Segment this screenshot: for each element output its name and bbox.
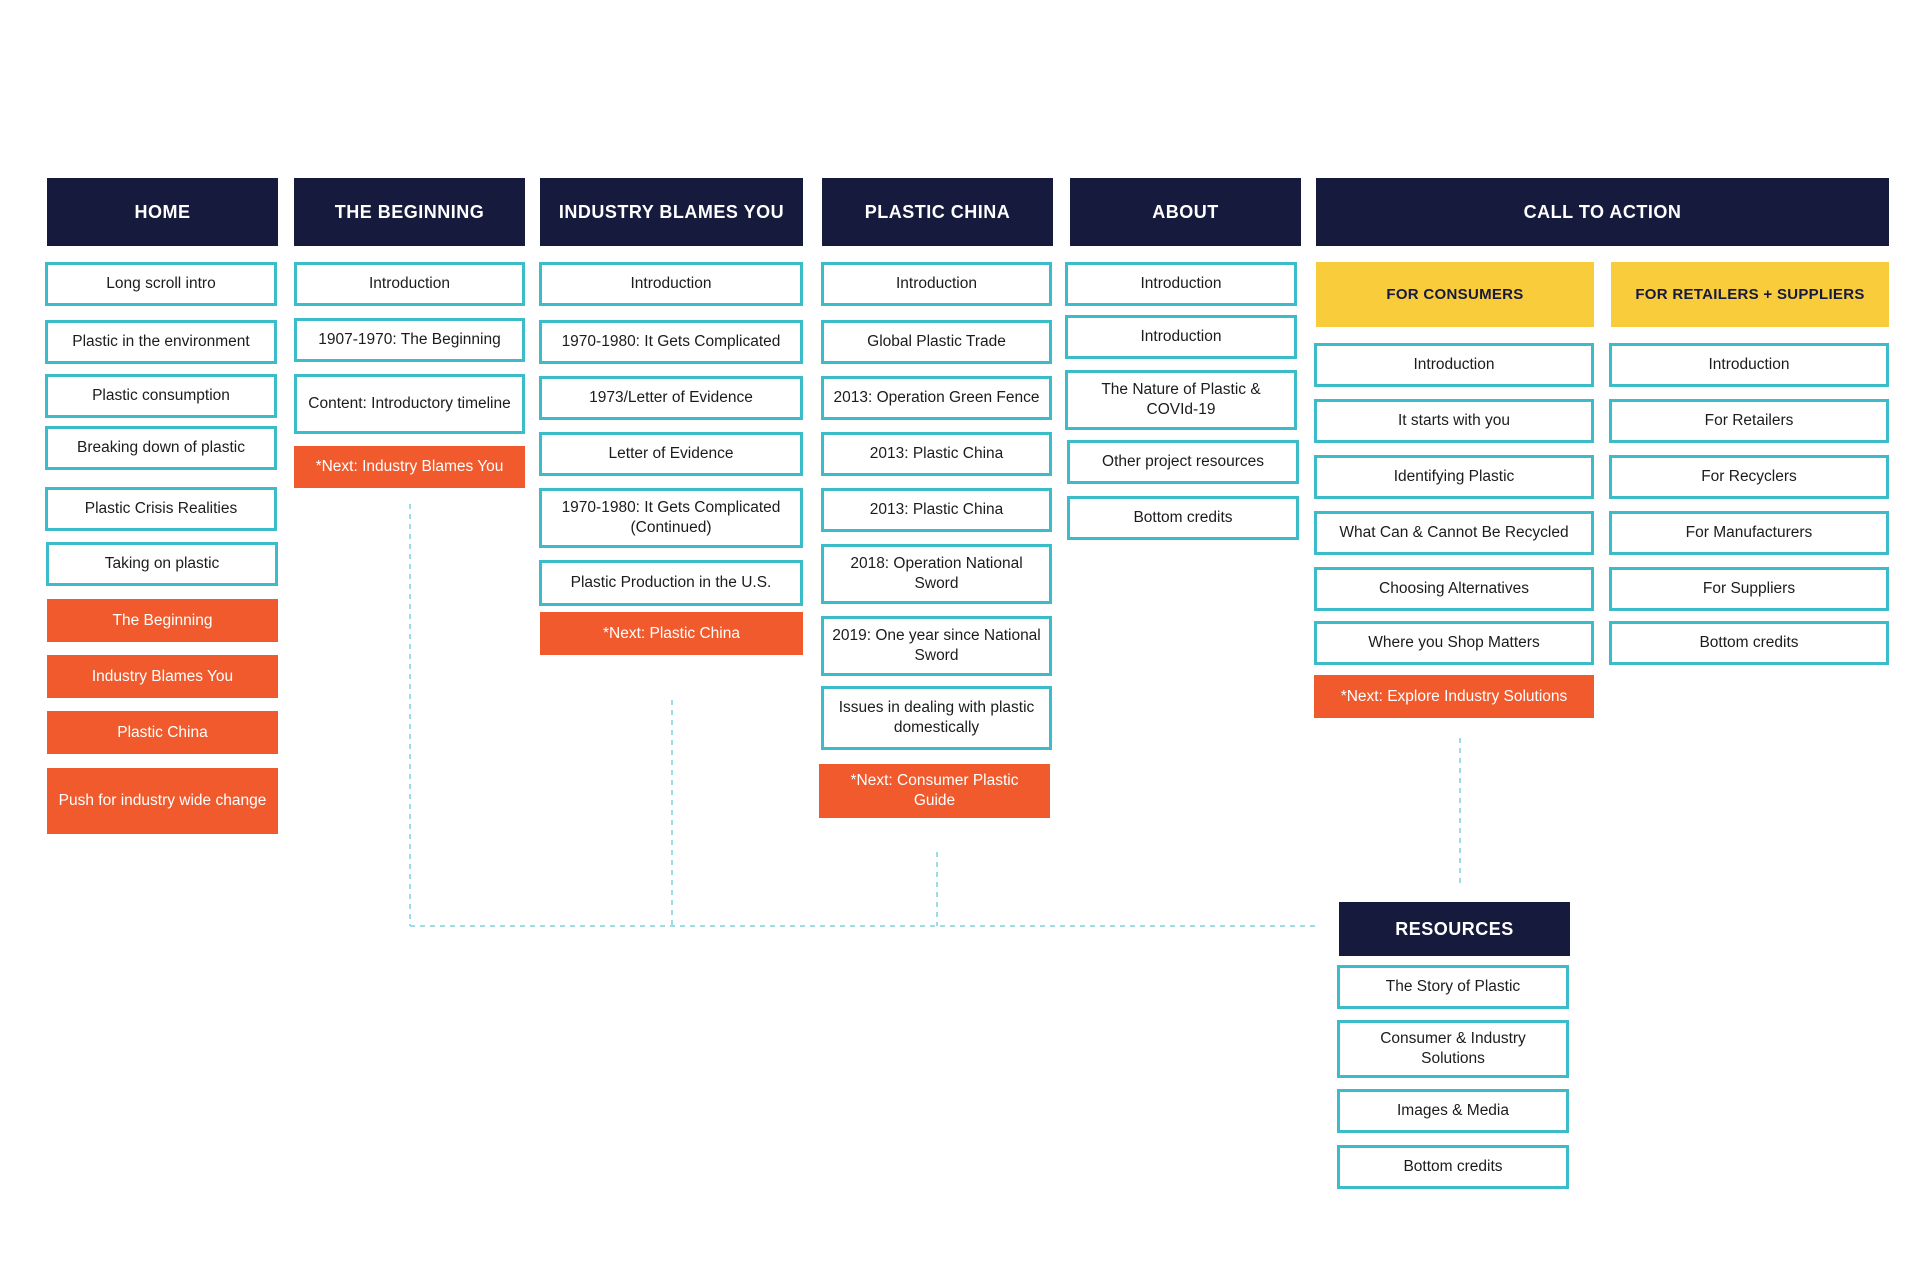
- resources-item-images-media[interactable]: Images & Media: [1337, 1089, 1569, 1133]
- beginning-item-intro-timeline[interactable]: Content: Introductory timeline: [294, 374, 525, 434]
- about-item-nature-covid[interactable]: The Nature of Plastic & COVId-19: [1065, 370, 1297, 430]
- consumers-next-button[interactable]: *Next: Explore Industry Solutions: [1314, 675, 1594, 718]
- industry-item-1973-letter[interactable]: 1973/Letter of Evidence: [539, 376, 803, 420]
- home-item-plastic-environment[interactable]: Plastic in the environment: [45, 320, 277, 364]
- china-item-green-fence[interactable]: 2013: Operation Green Fence: [821, 376, 1052, 420]
- home-item-long-scroll-intro[interactable]: Long scroll intro: [45, 262, 277, 306]
- home-link-plastic-china[interactable]: Plastic China: [47, 711, 278, 754]
- china-next-button[interactable]: *Next: Consumer Plastic Guide: [819, 764, 1050, 818]
- cta-header: CALL TO ACTION: [1316, 178, 1889, 246]
- beginning-next-button[interactable]: *Next: Industry Blames You: [294, 446, 525, 488]
- about-item-introduction-1[interactable]: Introduction: [1065, 262, 1297, 306]
- about-item-bottom-credits[interactable]: Bottom credits: [1067, 496, 1299, 540]
- resources-header: RESOURCES: [1339, 902, 1570, 956]
- china-item-national-sword[interactable]: 2018: Operation National Sword: [821, 544, 1052, 604]
- home-header: HOME: [47, 178, 278, 246]
- retailers-item-for-suppliers[interactable]: For Suppliers: [1609, 567, 1889, 611]
- about-item-introduction-2[interactable]: Introduction: [1065, 315, 1297, 359]
- retailers-item-for-manufacturers[interactable]: For Manufacturers: [1609, 511, 1889, 555]
- retailers-item-introduction[interactable]: Introduction: [1609, 343, 1889, 387]
- beginning-header: THE BEGINNING: [294, 178, 525, 246]
- china-item-introduction[interactable]: Introduction: [821, 262, 1052, 306]
- consumers-item-starts-with-you[interactable]: It starts with you: [1314, 399, 1594, 443]
- consumers-item-choosing-alternatives[interactable]: Choosing Alternatives: [1314, 567, 1594, 611]
- home-item-taking-on-plastic[interactable]: Taking on plastic: [46, 542, 278, 586]
- china-item-global-trade[interactable]: Global Plastic Trade: [821, 320, 1052, 364]
- china-header: PLASTIC CHINA: [822, 178, 1053, 246]
- home-item-crisis-realities[interactable]: Plastic Crisis Realities: [45, 487, 277, 531]
- china-item-plastic-china-1[interactable]: 2013: Plastic China: [821, 432, 1052, 476]
- industry-item-letter-of-evidence[interactable]: Letter of Evidence: [539, 432, 803, 476]
- resources-item-consumer-industry-solutions[interactable]: Consumer & Industry Solutions: [1337, 1020, 1569, 1078]
- resources-item-bottom-credits[interactable]: Bottom credits: [1337, 1145, 1569, 1189]
- industry-item-introduction[interactable]: Introduction: [539, 262, 803, 306]
- industry-item-gets-complicated-continued[interactable]: 1970-1980: It Gets Complicated (Continue…: [539, 488, 803, 548]
- china-item-plastic-china-2[interactable]: 2013: Plastic China: [821, 488, 1052, 532]
- home-link-push-industry-change[interactable]: Push for industry wide change: [47, 768, 278, 834]
- about-header: ABOUT: [1070, 178, 1301, 246]
- retailers-item-for-recyclers[interactable]: For Recyclers: [1609, 455, 1889, 499]
- china-item-one-year-since[interactable]: 2019: One year since National Sword: [821, 616, 1052, 676]
- beginning-item-1907-1970[interactable]: 1907-1970: The Beginning: [294, 318, 525, 362]
- beginning-item-introduction[interactable]: Introduction: [294, 262, 525, 306]
- cta-retailers-header: FOR RETAILERS + SUPPLIERS: [1611, 262, 1889, 327]
- home-item-plastic-consumption[interactable]: Plastic consumption: [45, 374, 277, 418]
- consumers-item-can-cannot-recycled[interactable]: What Can & Cannot Be Recycled: [1314, 511, 1594, 555]
- home-link-the-beginning[interactable]: The Beginning: [47, 599, 278, 642]
- consumers-item-where-you-shop[interactable]: Where you Shop Matters: [1314, 621, 1594, 665]
- resources-item-story-of-plastic[interactable]: The Story of Plastic: [1337, 965, 1569, 1009]
- cta-consumers-header: FOR CONSUMERS: [1316, 262, 1594, 327]
- industry-header: INDUSTRY BLAMES YOU: [540, 178, 803, 246]
- retailers-item-bottom-credits[interactable]: Bottom credits: [1609, 621, 1889, 665]
- industry-item-plastic-production-us[interactable]: Plastic Production in the U.S.: [539, 560, 803, 606]
- consumers-item-identifying-plastic[interactable]: Identifying Plastic: [1314, 455, 1594, 499]
- home-item-breaking-down[interactable]: Breaking down of plastic: [45, 426, 277, 470]
- industry-item-gets-complicated[interactable]: 1970-1980: It Gets Complicated: [539, 320, 803, 364]
- industry-next-button[interactable]: *Next: Plastic China: [540, 612, 803, 655]
- china-item-issues-domestically[interactable]: Issues in dealing with plastic domestica…: [821, 686, 1052, 750]
- consumers-item-introduction[interactable]: Introduction: [1314, 343, 1594, 387]
- about-item-other-resources[interactable]: Other project resources: [1067, 440, 1299, 484]
- retailers-item-for-retailers[interactable]: For Retailers: [1609, 399, 1889, 443]
- home-link-industry-blames-you[interactable]: Industry Blames You: [47, 655, 278, 698]
